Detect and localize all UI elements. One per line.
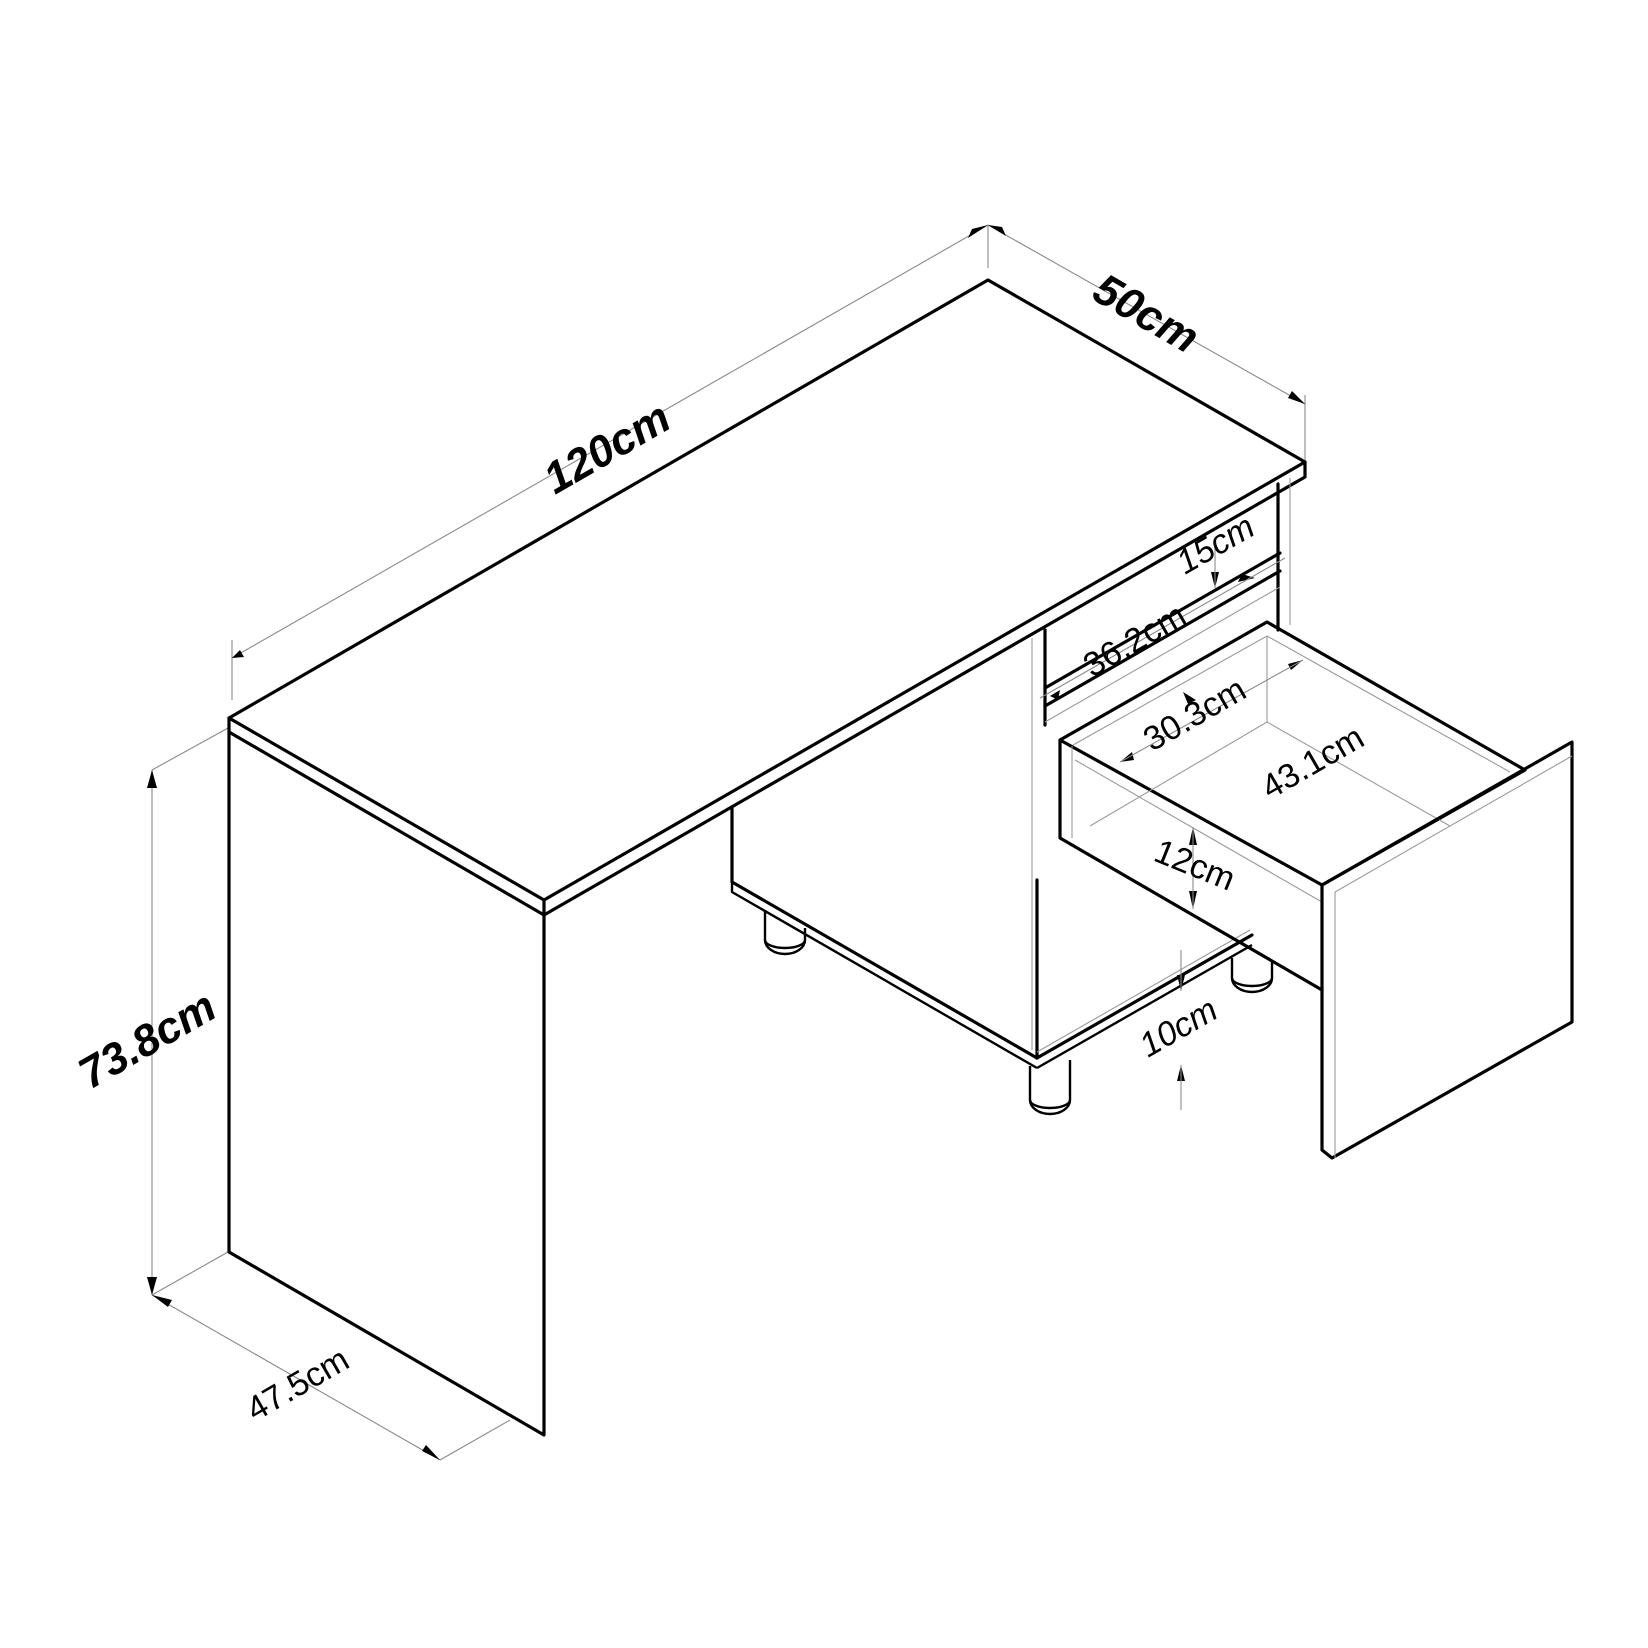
label-side-panel-depth: 47.5cm	[240, 1340, 356, 1429]
desk-top	[227, 278, 1307, 917]
label-depth: 50cm	[1085, 264, 1207, 363]
dimension-arrows	[147, 225, 1305, 1460]
label-shelf-width: 36.2cm	[1077, 596, 1193, 685]
foot-front	[1028, 1060, 1072, 1116]
label-floor-clearance: 10cm	[1133, 990, 1224, 1064]
label-drawer-inner-depth: 43.1cm	[1255, 718, 1371, 807]
dimension-labels: 120cm 50cm 73.8cm 47.5cm 15cm 36.2cm 30.…	[71, 264, 1371, 1429]
label-width: 120cm	[536, 393, 679, 504]
foot-back-right	[1230, 958, 1274, 994]
label-drawer-inner-width: 30.3cm	[1137, 670, 1253, 759]
left-side-panel	[227, 730, 546, 1437]
foot-back-left	[763, 910, 807, 956]
inner-dimension-guides	[1039, 540, 1304, 1110]
dimension-guides	[151, 224, 1306, 1461]
label-height: 73.8cm	[71, 982, 225, 1099]
cabinet	[730, 478, 1291, 1070]
feet	[763, 910, 1274, 1116]
drawer	[1058, 620, 1574, 1160]
